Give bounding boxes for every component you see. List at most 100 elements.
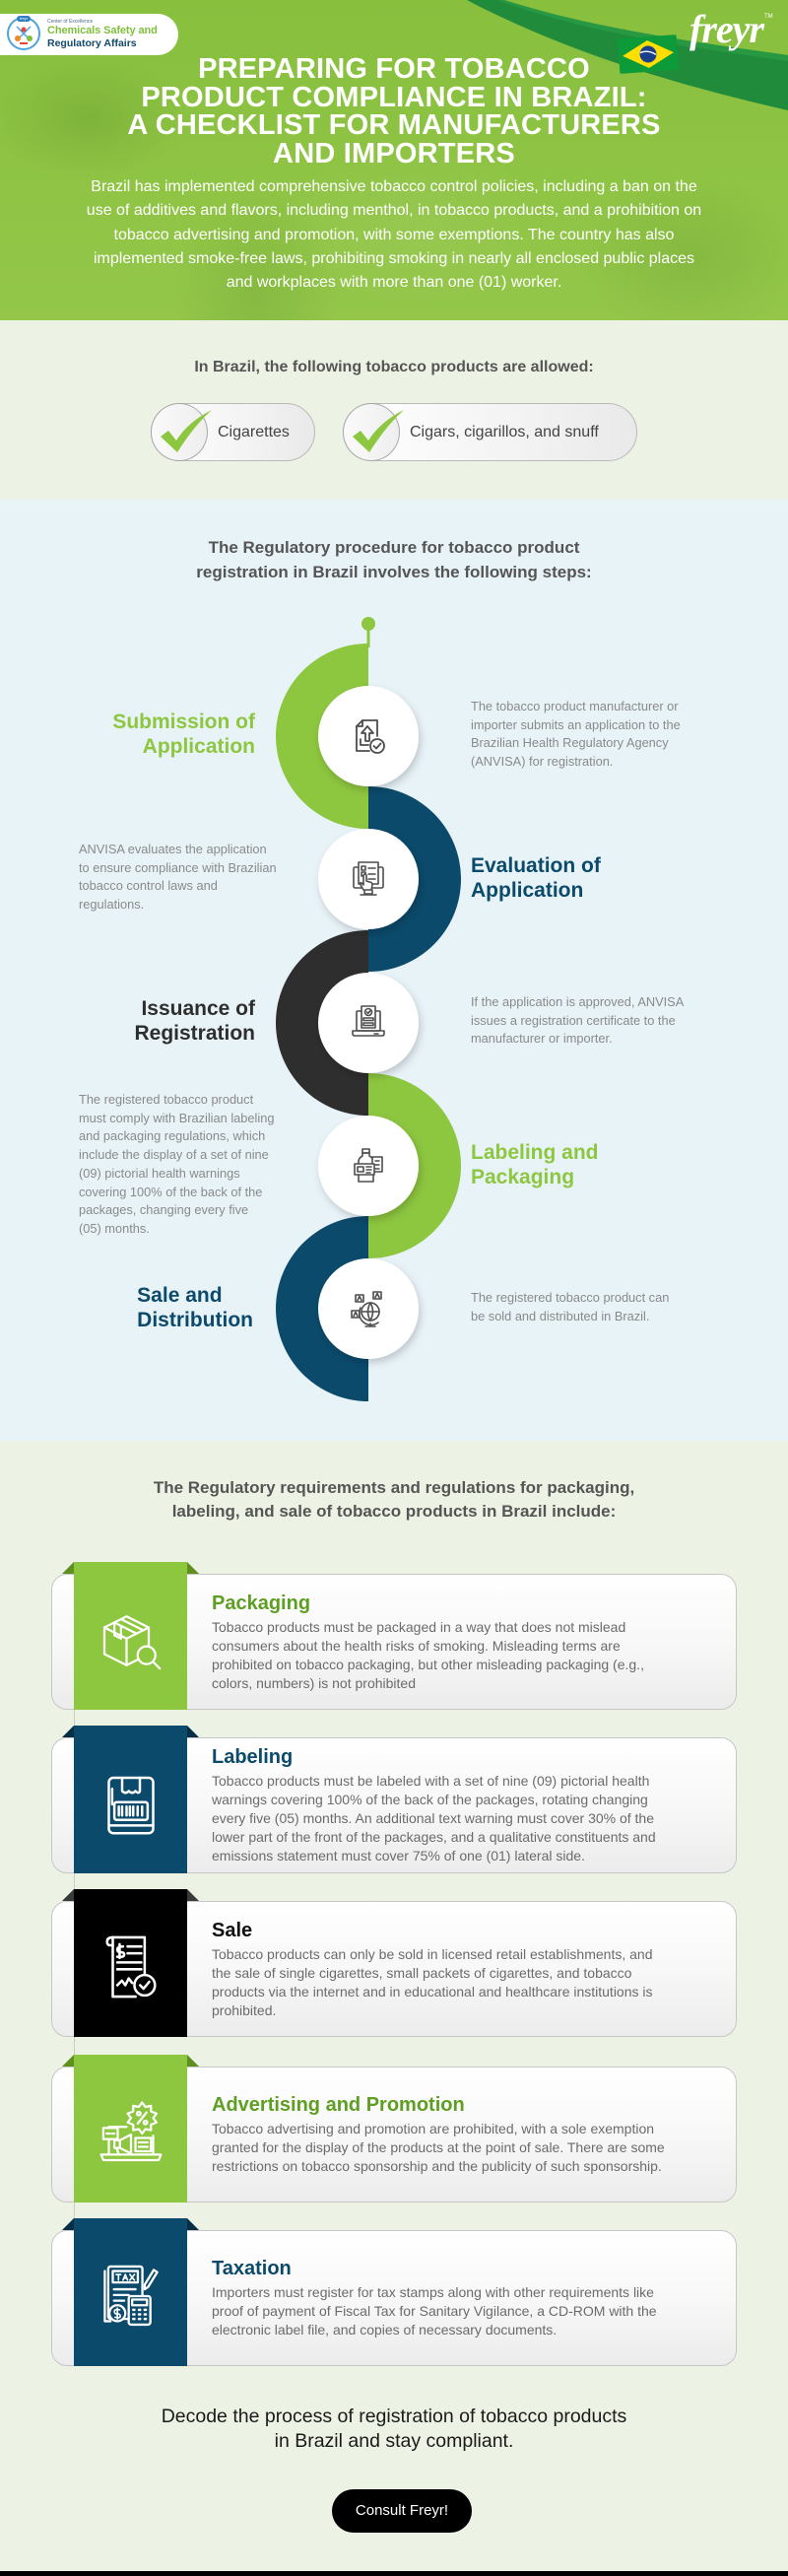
card-content: Packaging Tobacco products must be packa… — [212, 1575, 724, 1709]
card-title: Taxation — [212, 2258, 292, 2279]
page-title: PREPARING FOR TOBACCO PRODUCT COMPLIANCE… — [0, 55, 788, 168]
card-connector — [74, 2037, 75, 2055]
title-line: AND IMPORTERS — [273, 137, 515, 169]
step-title-line: Submission of — [112, 711, 255, 733]
desc-line: to ensure compliance with Brazilian — [79, 859, 277, 875]
step-title-line: Packaging — [471, 1166, 575, 1188]
procedure-heading: The Regulatory procedure for tobacco pro… — [0, 535, 788, 584]
heading-line: registration in Brazil involves the foll… — [196, 563, 592, 581]
megaphone-discount-icon — [99, 2101, 163, 2162]
body-line: granted for the display of the products … — [212, 2139, 665, 2155]
card-title: Labeling — [212, 1746, 294, 1768]
check-icon — [353, 410, 404, 452]
coe-badge-tab: freyr — [17, 16, 31, 22]
desc-line: packages, changing every five — [79, 1202, 249, 1218]
allowed-heading: In Brazil, the following tobacco product… — [194, 359, 594, 375]
desc-line: regulations. — [79, 897, 145, 913]
step-title-line: Issuance of — [141, 997, 255, 1020]
intro-line: implemented smoke-free laws, prohibiting… — [93, 249, 695, 267]
card-body: Tobacco products must be packaged in a w… — [212, 1618, 724, 1693]
allowed-item-cigars: Cigars, cigarillos, and snuff — [343, 403, 637, 461]
heading-line: The Regulatory requirements and regulati… — [153, 1478, 635, 1497]
desc-line: include the display of a set of nine — [79, 1147, 269, 1163]
ribbon-fold — [62, 1562, 74, 1574]
step-5-description: The registered tobacco product can be so… — [471, 1289, 669, 1325]
card-connector — [74, 2203, 75, 2218]
cta-line: Decode the process of registration of to… — [161, 2406, 627, 2427]
intro-line: Brazil has implemented comprehensive tob… — [91, 178, 697, 195]
step-3-description: If the application is approved, ANVISA i… — [471, 993, 684, 1049]
heading-line: labeling, and sale of tobacco products i… — [171, 1502, 617, 1521]
title-line: PRODUCT COMPLIANCE IN BRAZIL: — [141, 81, 647, 113]
title-line: PREPARING FOR TOBACCO — [198, 53, 590, 85]
body-line: colors, numbers) is not prohibited — [212, 1674, 416, 1691]
check-ring — [151, 403, 208, 461]
card-connector — [74, 1873, 75, 1889]
card-content: Labeling Tobacco products must be labele… — [212, 1738, 724, 1872]
desc-line: must comply with Brazilian labeling — [79, 1110, 275, 1125]
step-title-line: Evaluation of — [471, 854, 601, 877]
body-line: lower part of the front of the packages,… — [212, 1829, 656, 1845]
step-title-line: Labeling and — [471, 1141, 599, 1164]
body-line: restrictions on tobacco sponsorship and … — [212, 2158, 662, 2174]
desc-line: and packaging regulations, which — [79, 1128, 266, 1144]
logo-line-2: Regulatory Affairs — [47, 37, 137, 49]
step-title-line: Registration — [134, 1022, 255, 1045]
body-line: Tobacco products can only be sold in lic… — [212, 1945, 653, 1962]
intro-line: and workplaces with more than one (01) w… — [226, 274, 562, 292]
card-ribbon-taxation — [62, 2218, 199, 2366]
body-line: emissions statement must cover 75% of on… — [212, 1848, 585, 1864]
intro-line: use of additives and flavors, including … — [86, 202, 702, 220]
card-ribbon-advertising — [62, 2055, 199, 2203]
desc-line: be sold and distributed in Brazil. — [471, 1308, 650, 1323]
card-title: Sale — [212, 1919, 253, 1941]
step-1-title: Submission of Application — [112, 710, 255, 759]
desc-line: If the application is approved, ANVISA — [471, 994, 685, 1009]
requirements-section: The Regulatory requirements and regulati… — [0, 1441, 788, 2572]
desc-line: issues a registration certificate to the — [471, 1012, 676, 1028]
globe-distribution-icon — [351, 1291, 382, 1327]
cta-text: Decode the process of registration of to… — [0, 2405, 788, 2454]
desc-line: The registered tobacco product — [79, 1092, 254, 1107]
allowed-item-label: Cigarettes — [218, 424, 290, 441]
coe-logo: freyr Center of Excellence Chemicals Saf… — [0, 14, 178, 55]
card-title: Packaging — [212, 1592, 311, 1614]
package-search-icon — [102, 1615, 162, 1670]
ribbon-fold — [62, 1726, 74, 1737]
ribbon-fold — [187, 1726, 199, 1737]
desc-line: (05) months. — [79, 1220, 150, 1236]
ribbon-fold — [187, 1889, 199, 1901]
card-body: Tobacco products must be labeled with a … — [212, 1772, 724, 1865]
timeline-start-dot — [361, 617, 375, 631]
desc-line: covering 100% of the back of the — [79, 1184, 263, 1199]
barcode-label-icon — [107, 1776, 155, 1835]
monitor-checklist-icon — [353, 861, 384, 896]
card-content: Taxation Importers must register for tax… — [212, 2231, 724, 2365]
consult-freyr-button[interactable]: Consult Freyr! — [332, 2489, 472, 2533]
step-title-line: Application — [142, 735, 255, 758]
body-line: Tobacco products must be labeled with a … — [212, 1773, 650, 1789]
card-body: Tobacco advertising and promotion are pr… — [212, 2120, 724, 2176]
ribbon-fold — [62, 2055, 74, 2067]
card-body: Importers must register for tax stamps a… — [212, 2283, 724, 2339]
intro-paragraph: Brazil has implemented comprehensive tob… — [0, 175, 788, 295]
desc-line: The tobacco product manufacturer or — [471, 699, 679, 713]
step-4-description: The registered tobacco product must comp… — [79, 1091, 274, 1239]
step-title-line: Application — [471, 879, 584, 902]
check-icon — [161, 410, 212, 452]
ribbon-fold — [62, 2218, 74, 2230]
desc-line: (ANVISA) for registration. — [471, 754, 614, 770]
body-line: Importers must register for tax stamps a… — [212, 2284, 654, 2300]
desc-line: (09) pictorial health warnings — [79, 1165, 240, 1181]
title-line: A CHECKLIST FOR MANUFACTURERS — [127, 109, 661, 141]
step-2-title: Evaluation of Application — [471, 853, 601, 903]
desc-line: tobacco control laws and — [79, 878, 218, 894]
step-5-title: Sale and Distribution — [137, 1283, 253, 1332]
body-line: proof of payment of Fiscal Tax for Sanit… — [212, 2303, 657, 2319]
step-1-description: The tobacco product manufacturer or impo… — [471, 698, 681, 772]
body-line: prohibited. — [212, 2001, 277, 2018]
ribbon-fold — [62, 1889, 74, 1901]
receipt-dollar-check-icon — [105, 1935, 157, 1999]
logo-line-1: Chemicals Safety and — [47, 25, 158, 36]
